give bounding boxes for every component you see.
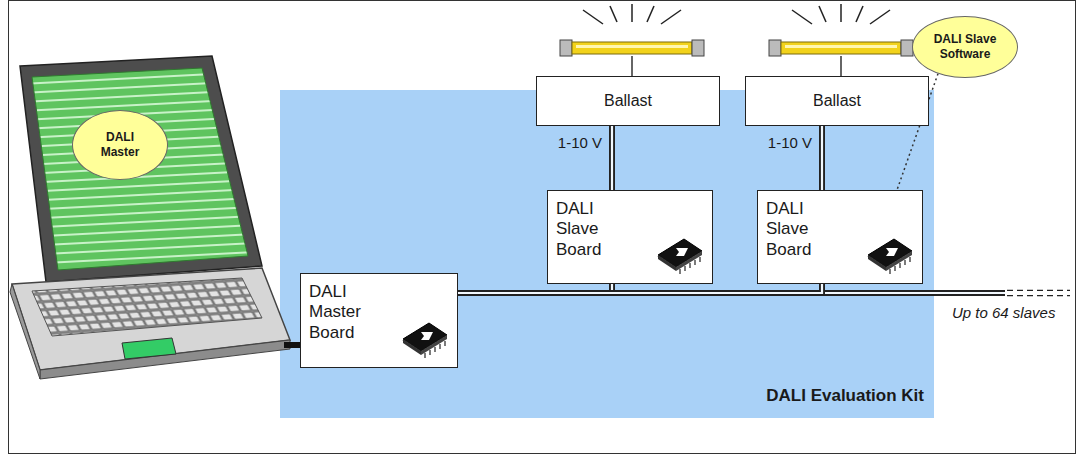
wire-outer	[819, 126, 825, 190]
figure-frame	[9, 1, 1076, 454]
bus-extension	[820, 290, 1070, 295]
light-ray	[647, 6, 654, 22]
lamp-highlight	[576, 45, 688, 48]
master-board: DALI Master Board	[300, 273, 458, 368]
light-ray	[856, 6, 863, 22]
chip-icon	[654, 233, 704, 277]
laptop-illustration	[10, 56, 290, 379]
wire-gap	[458, 284, 822, 293]
laptop-keyboard	[32, 278, 262, 336]
wire-gap	[821, 126, 823, 190]
ballast-box: Ballast	[536, 76, 720, 126]
lamp-highlight	[785, 45, 897, 48]
lamp-lead	[631, 56, 633, 76]
slave-board: DALI Slave Board	[757, 190, 923, 284]
bus-dashed	[1007, 295, 1070, 296]
chip-icon	[864, 233, 914, 277]
voltage-label: 1-10 V	[768, 134, 812, 151]
bus-dashed	[1007, 290, 1070, 291]
lamp-cap	[692, 40, 704, 56]
laptop-base	[12, 268, 290, 370]
light-ray	[819, 6, 826, 22]
node-label: DALI Slave Board	[556, 199, 601, 260]
leader-line	[897, 74, 938, 190]
voltage-label: 1-10 V	[558, 134, 602, 151]
dali-wire	[458, 284, 822, 293]
usb-cable	[284, 342, 301, 348]
lamp-tube	[572, 42, 692, 54]
lamp-illustration	[560, 4, 913, 76]
lamp-tube	[781, 42, 901, 54]
light-ray	[870, 10, 890, 24]
laptop-lid	[20, 56, 262, 282]
lamp-cap	[769, 40, 781, 56]
leader-stroke	[897, 74, 938, 190]
light-ray	[661, 10, 681, 24]
note-label: Up to 64 slaves	[952, 304, 1055, 321]
dali-wire	[822, 126, 823, 190]
node-label: DALI Master Board	[309, 282, 361, 343]
master-callout: DALI Master	[72, 110, 168, 180]
light-ray	[840, 4, 842, 22]
ballast-box: Ballast	[745, 76, 929, 126]
laptop-screen	[32, 68, 248, 270]
light-ray	[583, 10, 603, 24]
connector-layer	[458, 74, 938, 293]
wire-gap	[611, 126, 613, 190]
node-label: DALI Slave Board	[766, 199, 811, 260]
node-label: Ballast	[813, 92, 861, 110]
dali-wire	[612, 126, 613, 190]
node-label: DALI Master	[101, 130, 140, 160]
lamp-cap	[560, 40, 572, 56]
bus-wire-gap	[820, 292, 1005, 294]
evaluation-kit-band: DALI Evaluation Kit DALI Master Board DA…	[280, 90, 934, 418]
node-label: DALI Slave Software	[927, 32, 1003, 62]
chip-icon	[399, 317, 449, 361]
light-ray	[792, 10, 812, 24]
wire-outer	[458, 284, 822, 293]
slave-board: DALI Slave Board	[547, 190, 713, 284]
bus-wire	[820, 290, 1005, 296]
light-ray	[610, 6, 617, 22]
lamp-cap	[901, 40, 913, 56]
wire-outer	[609, 126, 615, 190]
node-label: Ballast	[604, 92, 652, 110]
laptop-touchpad	[122, 338, 176, 359]
software-callout: DALI Slave Software	[912, 16, 1018, 78]
lamp-lead	[840, 56, 842, 76]
band-title: DALI Evaluation Kit	[766, 386, 924, 406]
light-ray	[631, 4, 633, 22]
